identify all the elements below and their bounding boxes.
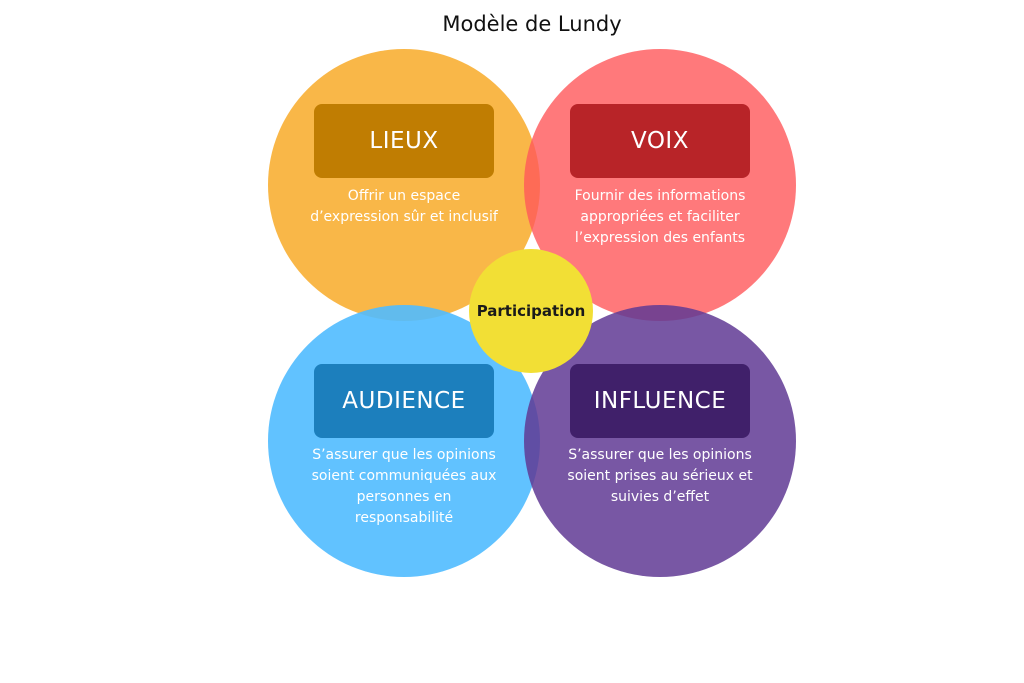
influence-label: INFLUENCE: [570, 364, 750, 438]
influence-description: S’assurer que les opinions soient prises…: [567, 447, 753, 505]
lieux-description: Offrir un espace d’expression sûr et inc…: [310, 188, 498, 225]
voix-description: Fournir des informations appropriées et …: [574, 188, 746, 246]
audience-label: AUDIENCE: [314, 364, 494, 438]
voix-label: VOIX: [570, 104, 750, 178]
participation-circle: Participation: [469, 249, 593, 373]
diagram-title: Modèle de Lundy: [442, 12, 622, 36]
lieux-label: LIEUX: [314, 104, 494, 178]
audience-description: S’assurer que les opinions soient commun…: [311, 447, 497, 526]
